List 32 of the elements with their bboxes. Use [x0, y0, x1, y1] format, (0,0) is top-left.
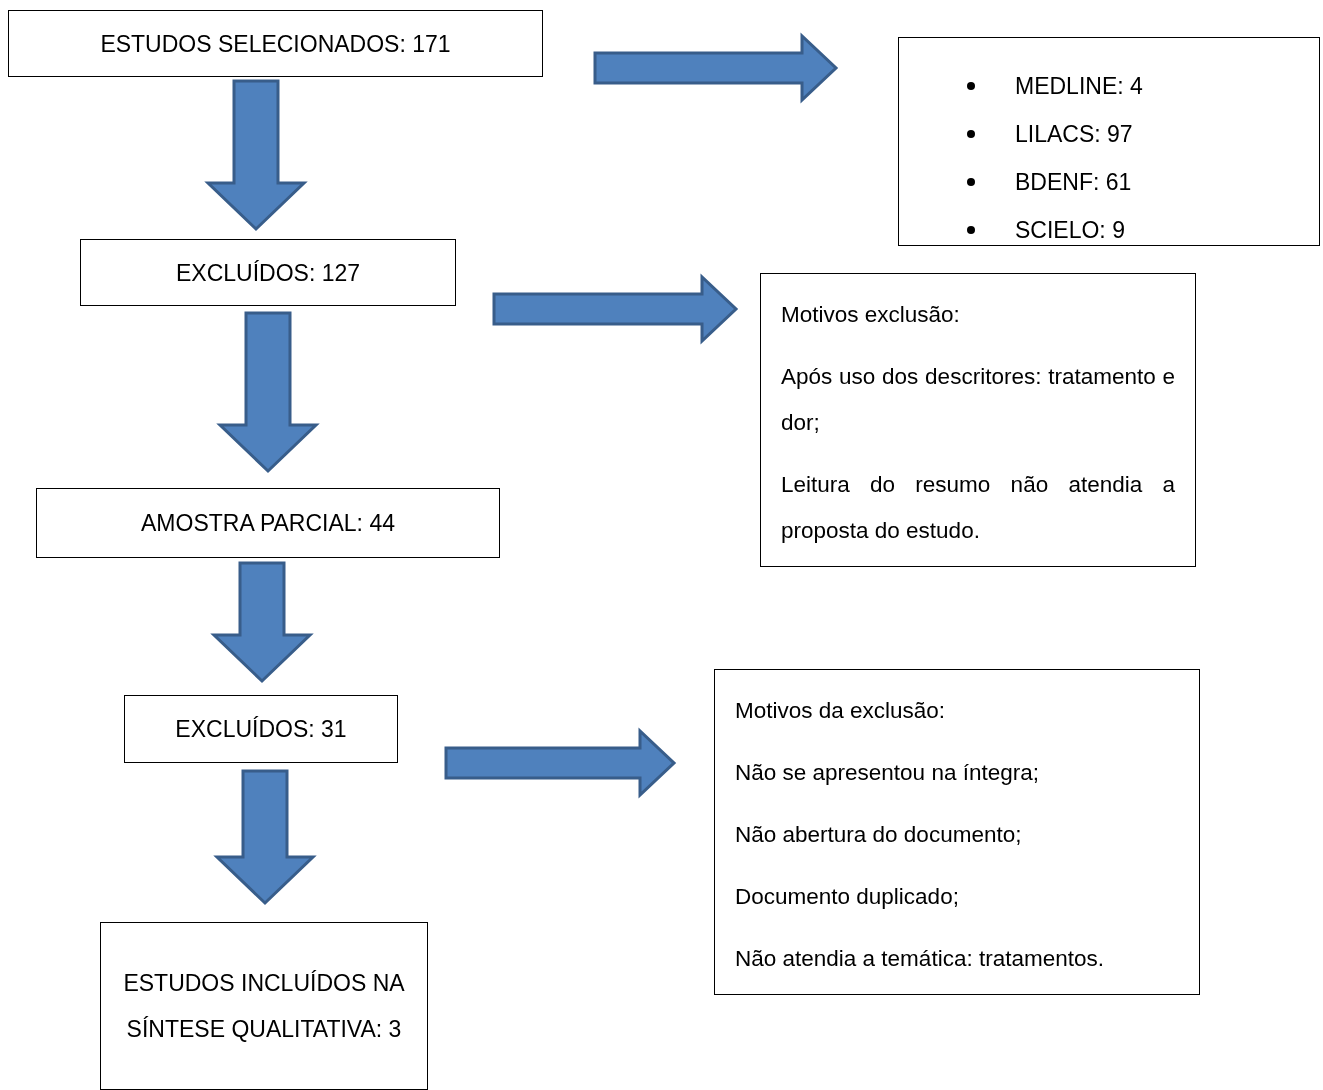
- process-box: [8, 10, 543, 77]
- box-text: Motivos exclusão:: [781, 301, 961, 329]
- box-text: ESTUDOS SELECIONADOS: 171: [99, 29, 452, 59]
- box-text: EXCLUÍDOS: 31: [174, 715, 348, 744]
- box-text: Após uso dos descritores: tratamento e dor;: [781, 363, 1175, 437]
- block-arrow: [210, 561, 314, 684]
- box-text: AMOSTRA PARCIAL: 44: [140, 509, 396, 538]
- note-box: [760, 273, 1196, 567]
- bullet-item: MEDLINE: 4: [959, 62, 1299, 110]
- block-arrow: [216, 311, 320, 474]
- block-arrow: [492, 273, 739, 345]
- box-text: Não se apresentou na íntegra;: [735, 759, 1040, 787]
- process-box: [80, 239, 456, 306]
- box-text: ESTUDOS INCLUÍDOS NA SÍNTESE QUALITATIVA: 3: [122, 969, 406, 1044]
- bullet-item: SCIELO: 9: [959, 206, 1299, 254]
- box-text: EXCLUÍDOS: 127: [174, 258, 362, 288]
- box-text: Não abertura do documento;: [735, 821, 1023, 849]
- process-box: [124, 695, 398, 763]
- box-text: Motivos da exclusão:: [735, 697, 947, 725]
- bullet-item: LILACS: 97: [959, 110, 1299, 158]
- block-arrow: [444, 727, 677, 799]
- box-text: Não atendia a temática: tratamentos.: [735, 945, 1105, 973]
- process-box: [36, 488, 500, 558]
- bullet-item: BDENF: 61: [959, 158, 1299, 206]
- block-arrow: [593, 32, 839, 104]
- block-arrow: [213, 769, 317, 906]
- block-arrow: [204, 79, 308, 232]
- box-text: Documento duplicado;: [735, 883, 960, 911]
- process-box: [100, 922, 428, 1090]
- list-box: [898, 37, 1320, 246]
- box-text: Leitura do resumo não atendia a proposta do estudo.: [781, 471, 1175, 545]
- note-box: [714, 669, 1200, 995]
